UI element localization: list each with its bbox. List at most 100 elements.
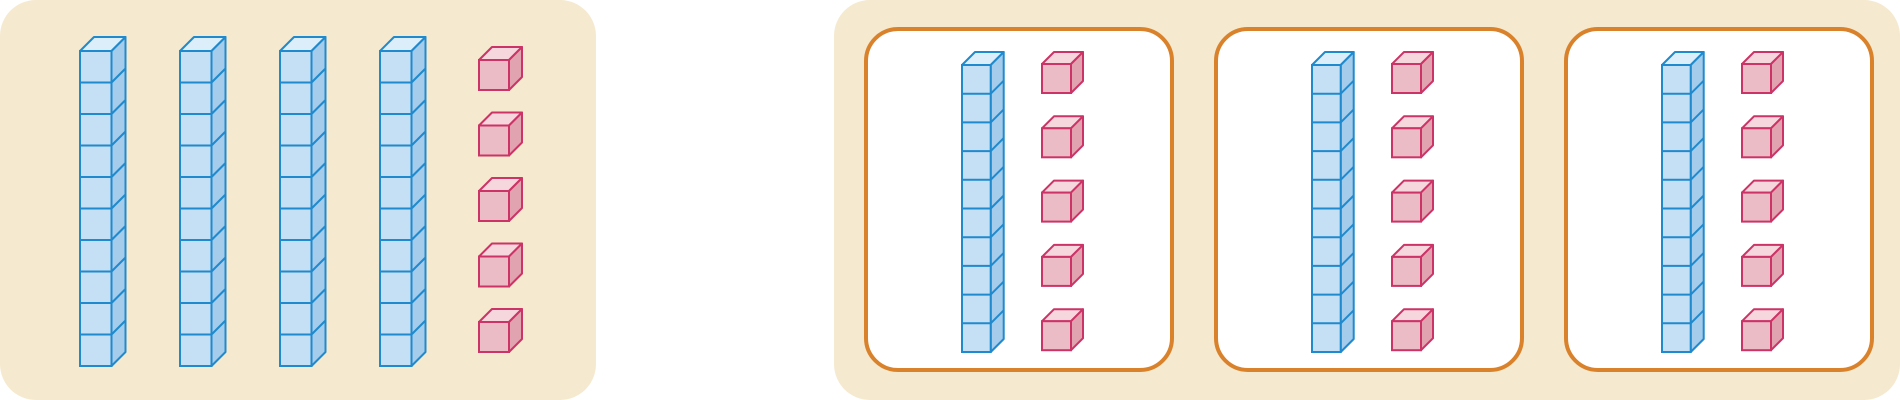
ten-rod-segment-line	[1339, 108, 1355, 124]
ten-rod-segment-line	[410, 288, 427, 304]
ten-rod-segment-line	[410, 162, 427, 178]
ten-rod-segment-line	[1689, 280, 1705, 296]
ten-rod-segment-line	[989, 309, 1005, 325]
unit-cube	[1041, 51, 1084, 94]
unit-cube-front-face	[478, 255, 510, 288]
unit-cube	[1041, 115, 1084, 159]
ten-rod-segment-line	[210, 319, 227, 336]
ten-rod-segment-line	[310, 256, 327, 273]
ten-rod-segment-line	[410, 99, 427, 115]
ten-rod-segment-line	[310, 319, 327, 336]
ten-rod	[79, 36, 127, 367]
ten-rod-segment-line	[989, 252, 1005, 267]
unit-cube	[1741, 308, 1784, 352]
unit-cube	[1391, 308, 1434, 352]
ten-rod-segment-line	[1689, 166, 1705, 181]
ten-rod-segment-line	[210, 99, 227, 115]
ten-rod	[379, 36, 427, 367]
unit-cube-front-face	[1391, 320, 1422, 352]
unit-cube	[478, 46, 523, 91]
ten-rod	[179, 36, 227, 367]
ten-rod-segment-line	[410, 319, 427, 336]
unit-cube	[1741, 243, 1784, 287]
ten-rod-segment-line	[110, 67, 127, 84]
group-box	[1214, 27, 1524, 372]
unit-cube-front-face	[1041, 63, 1072, 94]
ten-rod-segment-line	[410, 130, 427, 147]
unit-cube-front-face	[1741, 63, 1772, 94]
ten-rod-segment-line	[110, 319, 127, 336]
unit-cube-front-face	[1391, 127, 1422, 159]
unit-cube-front-face	[1041, 255, 1072, 287]
unit-cube-front-face	[1041, 320, 1072, 352]
ten-rod-segment-line	[210, 256, 227, 273]
unit-cube	[1041, 308, 1084, 352]
ten-rod-segment-line	[110, 130, 127, 147]
ten-rod-segment-line	[110, 99, 127, 115]
unit-cube-front-face	[1391, 191, 1422, 223]
unit-cube	[1741, 115, 1784, 159]
unit-cube-front-face	[478, 321, 510, 353]
ten-rod-segment-line	[410, 225, 427, 241]
ten-rod-segment-line	[1689, 223, 1705, 238]
unit-cube	[478, 242, 523, 288]
ten-rod-segment-line	[989, 223, 1005, 238]
unit-cube-front-face	[1741, 191, 1772, 223]
ten-rod-segment-line	[210, 130, 227, 147]
unit-cube-front-face	[1391, 63, 1422, 94]
ten-rod-segment-line	[1339, 309, 1355, 325]
ten-rod-segment-line	[989, 79, 1005, 95]
unit-cube-front-face	[478, 124, 510, 157]
unit-cube	[1391, 115, 1434, 159]
ten-rod-segment-line	[310, 162, 327, 178]
ten-rod-segment-line	[1689, 137, 1705, 152]
group-border	[1564, 27, 1874, 372]
unit-cube	[478, 111, 523, 157]
left-panel-blocks	[79, 36, 523, 367]
ten-rod	[1661, 51, 1705, 353]
unit-cube	[1391, 51, 1434, 94]
ten-rod-segment-line	[989, 166, 1005, 181]
ten-rod-segment-line	[1689, 252, 1705, 267]
ten-rod-segment-line	[210, 288, 227, 304]
unit-cube	[1391, 243, 1434, 287]
ten-rod-segment-line	[110, 225, 127, 241]
ten-rod-segment-line	[410, 193, 427, 210]
ten-rod-segment-line	[210, 162, 227, 178]
ten-rod	[279, 36, 327, 367]
unit-cube	[1391, 179, 1434, 223]
ten-rod-segment-line	[989, 108, 1005, 124]
unit-cube-front-face	[478, 59, 510, 91]
ten-rod-segment-line	[989, 280, 1005, 296]
unit-cube	[1741, 51, 1784, 94]
unit-cube	[1041, 179, 1084, 223]
group-box	[1564, 27, 1874, 372]
right-panel-groups	[864, 27, 1874, 372]
ten-rod-segment-line	[1689, 309, 1705, 325]
ten-rod-segment-line	[110, 288, 127, 304]
ten-rod-segment-line	[1689, 108, 1705, 124]
ten-rod-segment-line	[110, 193, 127, 210]
unit-cube-front-face	[478, 190, 510, 222]
unit-cube-front-face	[1041, 191, 1072, 223]
ten-rod	[961, 51, 1005, 353]
ten-rod-segment-line	[1339, 194, 1355, 210]
ten-rod-segment-line	[989, 137, 1005, 152]
ten-rod-segment-line	[210, 193, 227, 210]
ten-rod-segment-line	[410, 67, 427, 84]
ten-rod-segment-line	[310, 193, 327, 210]
group-box	[864, 27, 1174, 372]
ten-rod-segment-line	[1689, 79, 1705, 95]
ten-rod-segment-line	[1339, 223, 1355, 238]
ten-rod-segment-line	[1339, 79, 1355, 95]
unit-cube-front-face	[1741, 320, 1772, 352]
ten-rod-segment-line	[1339, 252, 1355, 267]
unit-cube	[1741, 179, 1784, 223]
ten-rod-segment-line	[1339, 137, 1355, 152]
ten-rod	[1311, 51, 1355, 353]
ten-rod-segment-line	[1339, 166, 1355, 181]
unit-cube	[478, 308, 523, 353]
ten-rod-segment-line	[310, 225, 327, 241]
ten-rod-segment-line	[210, 225, 227, 241]
